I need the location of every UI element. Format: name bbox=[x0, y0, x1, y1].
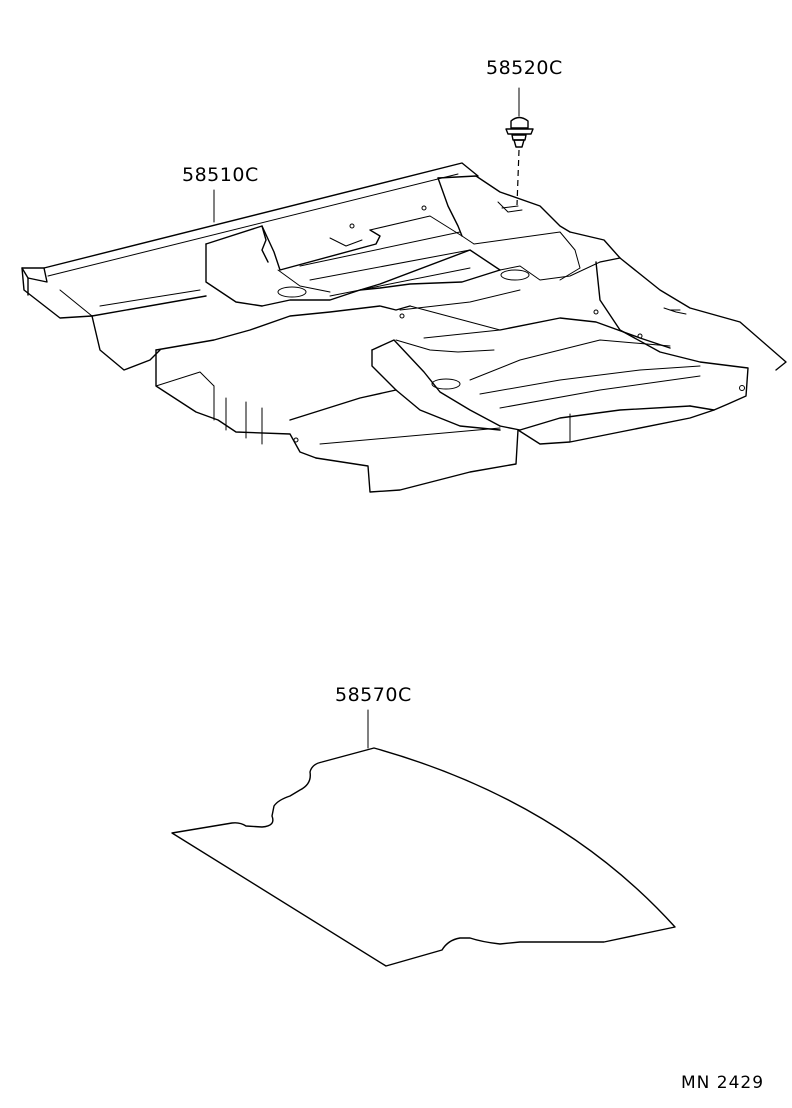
clip-part-number: 58520C bbox=[486, 57, 563, 79]
silencer-part-number: 58570C bbox=[335, 684, 412, 706]
carpet-part-number: 58510C bbox=[182, 164, 259, 186]
silencer-58570c bbox=[171, 709, 676, 967]
diagram-reference-code: MN 2429 bbox=[681, 1073, 765, 1093]
clip-part-58520c bbox=[505, 87, 534, 206]
floor-carpet-58510c bbox=[21, 162, 787, 493]
